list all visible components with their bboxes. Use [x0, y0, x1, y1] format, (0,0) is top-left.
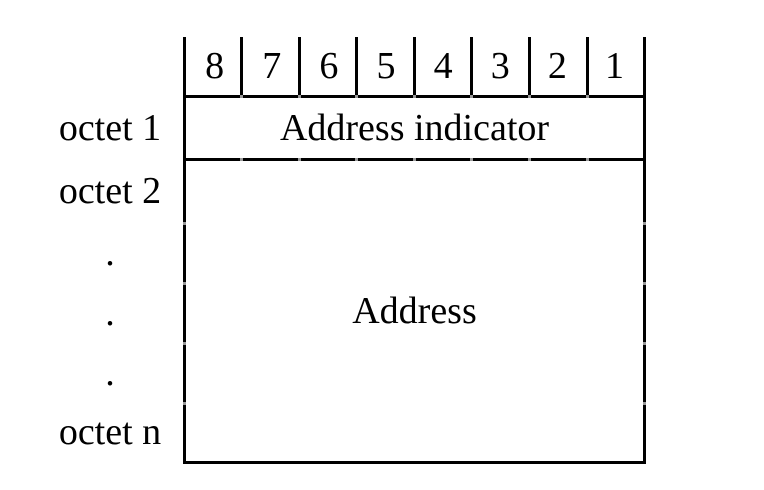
ellipsis-dot: . [105, 232, 115, 274]
bit-number-cell: 1 [604, 45, 624, 87]
bit-number-cell: 2 [547, 45, 567, 87]
junction-notch [355, 158, 358, 161]
junction-notch [528, 95, 531, 98]
address-cell: Address [352, 290, 477, 332]
junction-notch [240, 158, 243, 161]
junction-notch [413, 95, 416, 98]
bit-number-cell: 6 [319, 45, 339, 87]
junction-notch [643, 342, 646, 345]
junction-notch [240, 95, 243, 98]
octet-label: octet 1 [58, 107, 162, 149]
bit-separator [298, 37, 301, 98]
junction-notch [183, 282, 186, 285]
junction-notch [470, 158, 473, 161]
junction-notch [643, 282, 646, 285]
bit-separator [355, 37, 358, 98]
junction-notch [298, 95, 301, 98]
junction-notch [183, 342, 186, 345]
bit-separator [240, 37, 243, 98]
junction-notch [183, 222, 186, 225]
junction-notch [298, 158, 301, 161]
table-border-left [183, 37, 186, 464]
bit-separator [528, 37, 531, 98]
junction-notch [586, 158, 589, 161]
junction-notch [183, 402, 186, 405]
bit-number-cell: 8 [205, 45, 225, 87]
junction-notch [586, 95, 589, 98]
junction-notch [355, 95, 358, 98]
table-border-right [643, 37, 646, 464]
bit-separator [470, 37, 473, 98]
junction-notch [470, 95, 473, 98]
ellipsis-dot: . [105, 352, 115, 394]
bit-separator [413, 37, 416, 98]
octet-label: octet 2 [58, 170, 162, 212]
junction-notch [643, 222, 646, 225]
address-indicator-cell: Address indicator [279, 107, 550, 149]
bit-separator [586, 37, 589, 98]
table-border-bottom [183, 461, 646, 464]
junction-notch [528, 158, 531, 161]
bit-number-cell: 4 [433, 45, 453, 87]
bit-number-cell: 5 [376, 45, 396, 87]
ellipsis-dot: . [105, 292, 115, 334]
junction-notch [643, 402, 646, 405]
octet-label: octet n [58, 411, 162, 453]
junction-notch [413, 158, 416, 161]
bit-number-row: 8 7 6 5 4 3 2 1 [186, 37, 643, 95]
bit-number-cell: 7 [262, 45, 282, 87]
bit-number-cell: 3 [490, 45, 510, 87]
